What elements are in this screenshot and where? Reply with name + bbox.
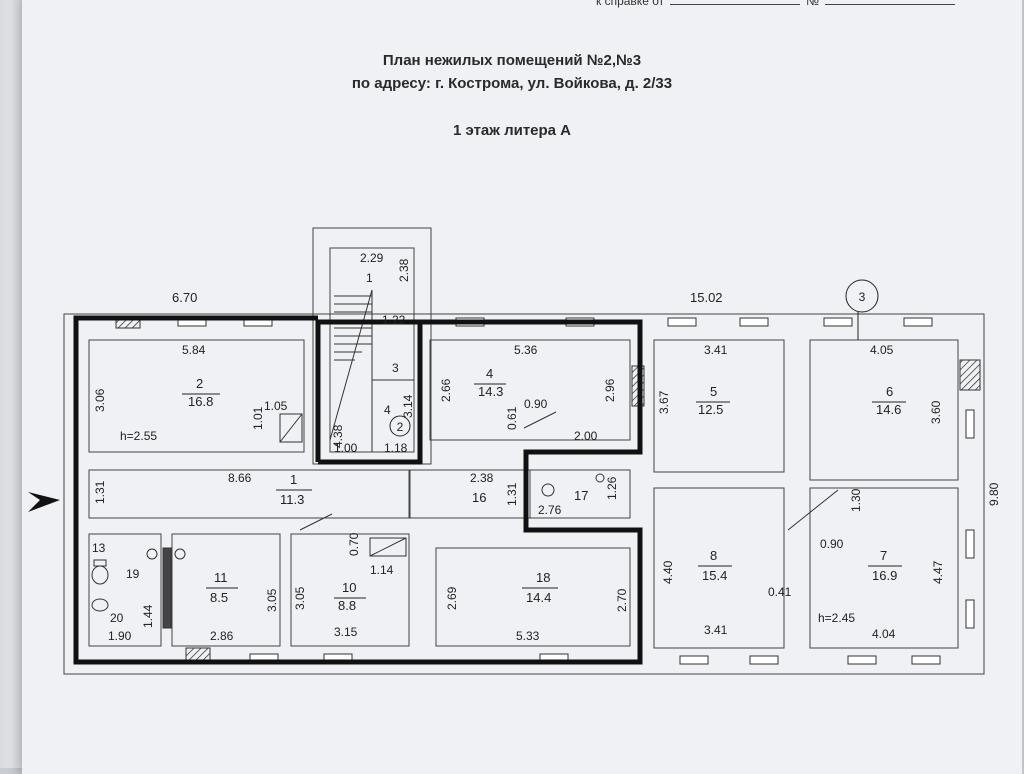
room-5-dim-width: 3.41: [704, 343, 728, 357]
room-11-area: 8.5: [210, 590, 228, 605]
room-4-stair-dim-b: 1.18: [384, 441, 408, 455]
room-3-dim: 1.22: [382, 313, 406, 327]
page-edge: [0, 0, 22, 768]
entrance-arrow-icon: [28, 492, 60, 512]
room-4-dim-left: 2.66: [439, 378, 453, 402]
dim-left-width: 6.70: [172, 290, 197, 305]
room-10-no: 10: [342, 580, 356, 595]
room-20-no: 20: [110, 611, 124, 625]
room-4-stair-no: 4: [384, 403, 391, 417]
room-4-dim-right: 2.96: [603, 378, 617, 402]
room-3-no: 3: [392, 361, 399, 375]
stair-area: 2.29: [360, 251, 384, 265]
room-7-area: 16.9: [872, 568, 897, 583]
premises-2-label: 2: [397, 420, 404, 434]
reference-number-label: №: [806, 0, 819, 8]
stair-room-no: 1: [366, 271, 373, 285]
dim-right-width: 15.02: [690, 290, 723, 305]
door-swings: [279, 411, 839, 557]
room-11-dim-width: 2.86: [210, 629, 234, 643]
premises-2-callout: [389, 415, 411, 437]
room-7-dim-width: 4.04: [872, 627, 896, 641]
room-10-dim-door: 0.70: [347, 532, 361, 556]
room-18-no: 18: [536, 570, 550, 585]
room-13-no: 13: [92, 541, 106, 555]
dim-right-height: 9.80: [987, 482, 1001, 506]
room-2-dim-side: 1.01: [251, 406, 265, 430]
room-2-height: h=2.55: [120, 429, 157, 443]
reference-prefix: к справке от: [596, 0, 665, 8]
room-8-dim-width: 3.41: [704, 623, 728, 637]
plan-floor: 1 этаж литера А: [452, 122, 572, 139]
room-5-dim-height: 3.67: [657, 390, 671, 414]
room-8-no: 8: [710, 548, 717, 563]
room-6-area: 14.6: [876, 402, 901, 417]
corridor-no: 1: [290, 472, 297, 487]
room-4-no: 4: [486, 366, 493, 381]
room-3-dim-height: 3.14: [401, 394, 415, 418]
room-11-dim-height: 3.05: [265, 588, 279, 612]
room-8-dim-height: 4.40: [661, 560, 675, 584]
room-5-no: 5: [710, 384, 717, 399]
building-walls: [63, 227, 985, 675]
room-4-dim-niche: 0.61: [505, 406, 519, 430]
premises-2-boundary-right: [73, 315, 643, 665]
premises-3-callout: [845, 279, 879, 313]
room-18-dim-width: 5.33: [516, 629, 540, 643]
room-16-dim-width: 2.38: [470, 471, 494, 485]
room-8-dim-door: 0.41: [768, 585, 792, 599]
stair-dim: 2.38: [397, 258, 411, 282]
room-7-no: 7: [880, 548, 887, 563]
room-19-no: 19: [126, 567, 140, 581]
room-6-dim-height: 3.60: [929, 400, 943, 424]
room-7-dim-a: 1.30: [849, 488, 863, 512]
room-10-area: 8.8: [338, 598, 356, 613]
plan-address: по адресу: г. Кострома, ул. Войкова, д. …: [351, 75, 673, 92]
room-11-no: 11: [214, 570, 228, 585]
plan-title: План нежилых помещений №2,№3: [382, 52, 642, 69]
room-6-dim-width: 4.05: [870, 343, 894, 357]
room-20-dim-width: 1.90: [108, 629, 132, 643]
room-2-dim-height: 3.06: [93, 388, 107, 412]
room-2-area: 16.8: [188, 394, 213, 409]
room-2-dim-door: 1.05: [264, 399, 288, 413]
room-18-dim-right: 2.70: [615, 588, 629, 612]
room-7-dim-b: 0.90: [820, 537, 844, 551]
room-4-dim-bottom: 2.00: [574, 429, 598, 443]
room-4-dim-width: 5.36: [514, 343, 538, 357]
room-6-no: 6: [886, 384, 893, 399]
room-8-area: 15.4: [702, 568, 727, 583]
room-16-dim-height: 1.31: [505, 482, 519, 506]
room-18-dim-left: 2.69: [445, 586, 459, 610]
corridor-area: 11.3: [280, 492, 304, 507]
corridor-dim-width: 1.31: [93, 480, 107, 504]
room-20-dim-height: 1.44: [141, 604, 155, 628]
sanitary-fixtures: [91, 473, 605, 629]
room-17-no: 17: [574, 488, 588, 503]
room-4-stair-dim-a: 1.00: [334, 441, 358, 455]
room-4-dim-door: 0.90: [524, 397, 548, 411]
room-4-area: 14.3: [478, 384, 503, 399]
room-10-dim-width: 3.15: [334, 625, 358, 639]
room-7-height: h=2.45: [818, 611, 855, 625]
room-2-no: 2: [196, 376, 203, 391]
corridor-dim-length: 8.66: [228, 471, 252, 485]
room-5-area: 12.5: [698, 402, 723, 417]
staircase: [329, 289, 414, 452]
room-7-dim-height: 4.47: [931, 560, 945, 584]
room-17-dim-width: 2.76: [538, 503, 562, 517]
reference-header: к справке от №: [596, 0, 961, 8]
room-10-dim-height: 3.05: [293, 586, 307, 610]
room-16-no: 16: [472, 490, 486, 505]
room-4-stair-dim-height: 4.38: [331, 424, 345, 448]
premises-3-label: 3: [859, 290, 866, 304]
room-2-dim-width: 5.84: [182, 343, 206, 357]
document-sheet: [22, 0, 1022, 774]
room-10-dim-niche: 1.14: [370, 563, 394, 577]
room-17-dim-height: 1.26: [605, 476, 619, 500]
room-18-area: 14.4: [526, 590, 551, 605]
